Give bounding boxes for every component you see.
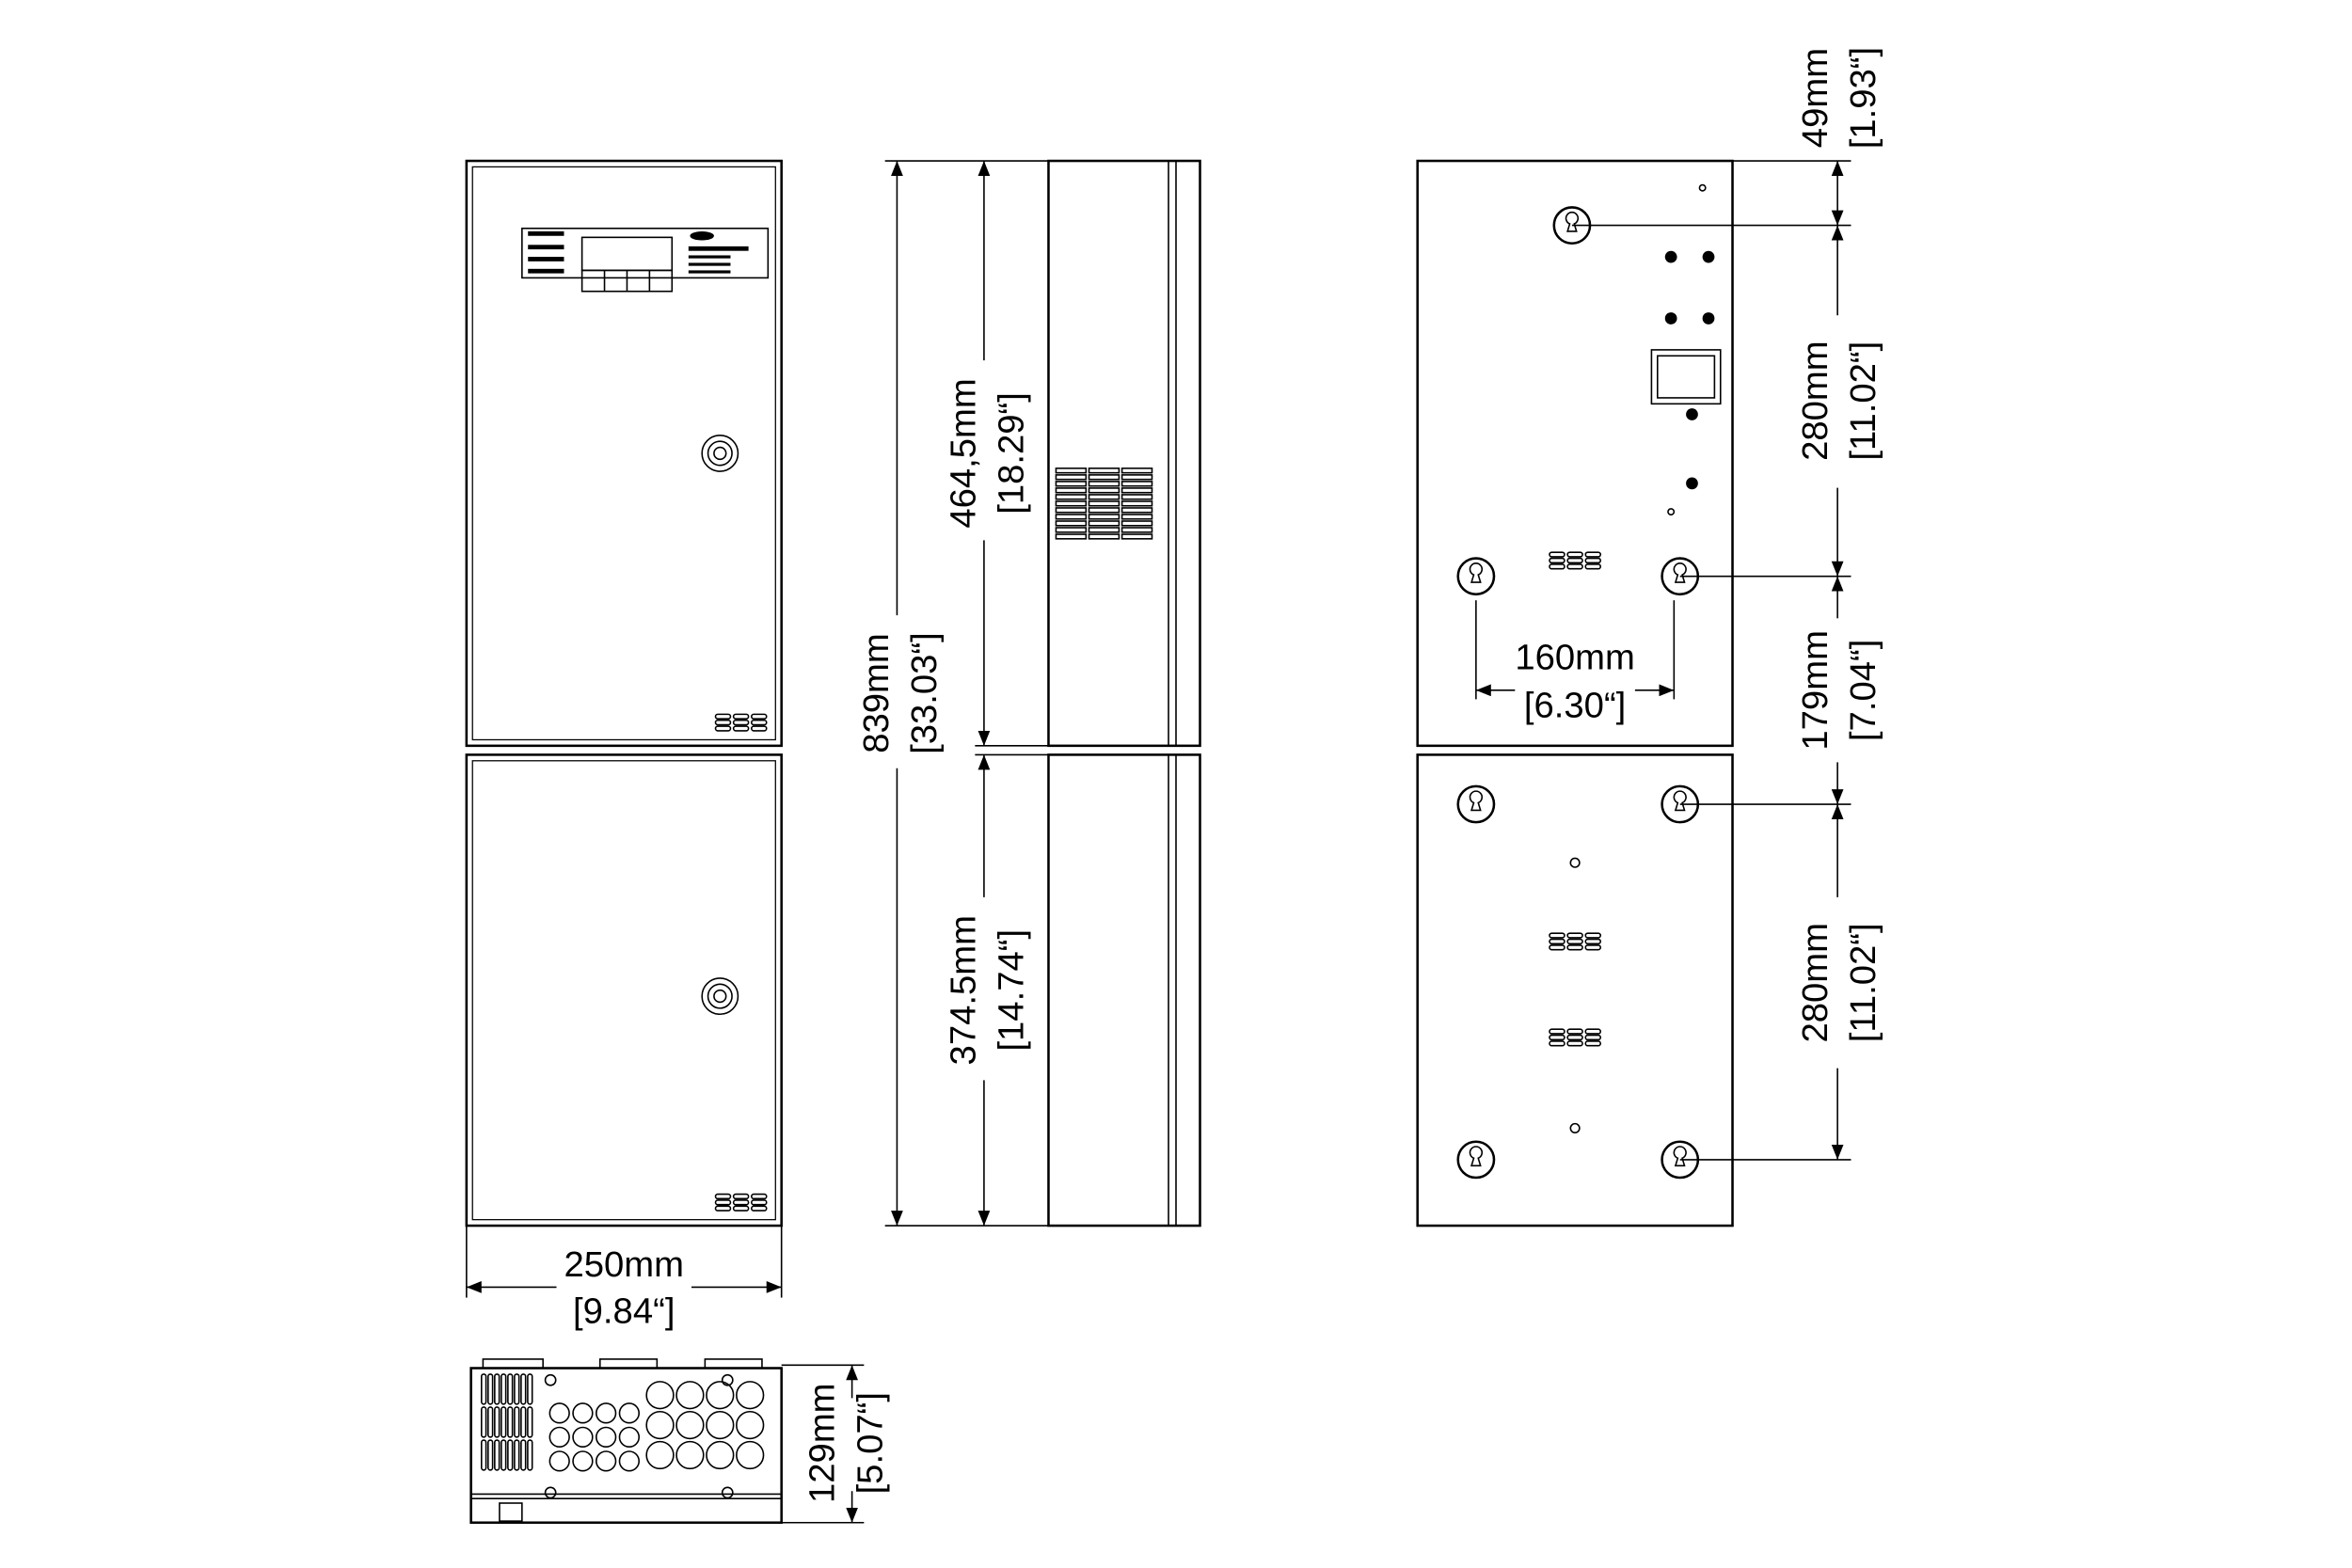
dim-between-mounts-in: [7.04“] xyxy=(1843,640,1883,741)
dim-mount-width-mm: 160mm xyxy=(1515,638,1635,678)
dim-upper-height-in: [18.29“] xyxy=(991,392,1031,515)
dimension-lower-mount-spacing: 280mm [11.02“] xyxy=(1679,803,1883,1161)
dim-top-offset-mm: 49mm xyxy=(1795,48,1836,148)
cable-entry-small xyxy=(548,1402,570,1424)
cable-entry-large xyxy=(645,1410,675,1440)
bottom-view xyxy=(469,1358,783,1525)
keyhole-mount-icon xyxy=(1456,557,1496,596)
screw-icon xyxy=(544,1373,557,1386)
dim-total-height-mm: 839mm xyxy=(856,633,897,753)
vent-icon xyxy=(714,713,768,732)
cable-entry-large xyxy=(645,1440,675,1470)
dimension-lower-height: 374.5mm [14.74“] xyxy=(943,753,1049,1227)
cable-entry-small xyxy=(572,1426,594,1449)
cable-entry-large xyxy=(675,1440,705,1470)
door-lock-icon xyxy=(701,435,739,472)
dim-mount-width-in: [6.30“] xyxy=(1524,686,1626,726)
dim-total-height-in: [33.03“] xyxy=(904,632,945,754)
dim-lower-mount-in: [11.02“] xyxy=(1843,923,1883,1042)
screw-icon xyxy=(544,1486,557,1499)
cable-entry-large xyxy=(736,1410,765,1440)
dim-upper-mount-mm: 280mm xyxy=(1795,341,1836,461)
bottom-vent-grille xyxy=(481,1373,533,1471)
cable-entry-small xyxy=(618,1402,641,1424)
dimension-depth: 129mm [5.07“] xyxy=(781,1364,890,1524)
dimension-width: 250mm [9.84“] xyxy=(466,1226,783,1332)
cable-entry-large xyxy=(675,1410,705,1440)
cable-entry-large xyxy=(736,1381,765,1410)
vent-icon xyxy=(1549,551,1602,570)
dimension-between-mounts: 179mm [7.04“] xyxy=(1679,575,1883,805)
dimension-top-offset: 49mm [1.93“] xyxy=(1732,47,1883,226)
dim-upper-mount-in: [11.02“] xyxy=(1843,341,1883,461)
cable-entry-large xyxy=(706,1381,735,1410)
cable-entry-small xyxy=(595,1450,617,1472)
screw-icon xyxy=(721,1373,734,1386)
vent-icon xyxy=(1549,1028,1602,1047)
dimension-upper-height: 464,5mm [18.29“] xyxy=(943,161,1049,747)
door-lock-icon xyxy=(701,977,739,1016)
cable-entry-large xyxy=(706,1410,735,1440)
dim-width-mm: 250mm xyxy=(564,1244,684,1285)
cable-entry-small xyxy=(548,1426,570,1449)
side-vent-grille xyxy=(1055,467,1153,540)
dim-lower-height-mm: 374.5mm xyxy=(943,915,983,1065)
cable-entry-small xyxy=(618,1450,641,1472)
cable-entry-small xyxy=(572,1450,594,1472)
vent-icon xyxy=(1549,932,1602,951)
cable-entry-small xyxy=(548,1450,570,1472)
dim-between-mounts-mm: 179mm xyxy=(1795,630,1836,751)
dim-lower-mount-mm: 280mm xyxy=(1795,923,1836,1043)
dim-width-in: [9.84“] xyxy=(573,1291,675,1332)
dimension-upper-mount-spacing: 280mm [11.02“] xyxy=(1571,224,1883,577)
cable-entry-small xyxy=(595,1426,617,1449)
dimension-total-height: 839mm [33.03“] xyxy=(856,160,1049,1227)
cable-entry-large xyxy=(706,1440,735,1470)
cable-entry-large xyxy=(675,1381,705,1410)
side-view xyxy=(1047,159,1201,1227)
front-view xyxy=(465,159,783,1227)
cable-entry-small xyxy=(595,1402,617,1424)
dim-upper-height-mm: 464,5mm xyxy=(943,378,983,528)
cable-entry-small xyxy=(618,1426,641,1449)
keyhole-mount-icon xyxy=(1456,1140,1496,1180)
dim-depth-mm: 129mm xyxy=(802,1383,842,1503)
keyhole-mount-icon xyxy=(1456,784,1496,824)
dim-top-offset-in: [1.93“] xyxy=(1843,47,1883,149)
cable-entry-large xyxy=(736,1440,765,1470)
dimension-mount-width: 160mm [6.30“] xyxy=(1475,600,1676,726)
screw-icon xyxy=(721,1486,734,1499)
cable-entry-large xyxy=(645,1381,675,1410)
vent-icon xyxy=(714,1193,768,1212)
cable-entry-small xyxy=(572,1402,594,1424)
dim-depth-in: [5.07“] xyxy=(850,1392,890,1494)
dim-lower-height-in: [14.74“] xyxy=(991,929,1031,1052)
control-panel xyxy=(521,227,770,293)
